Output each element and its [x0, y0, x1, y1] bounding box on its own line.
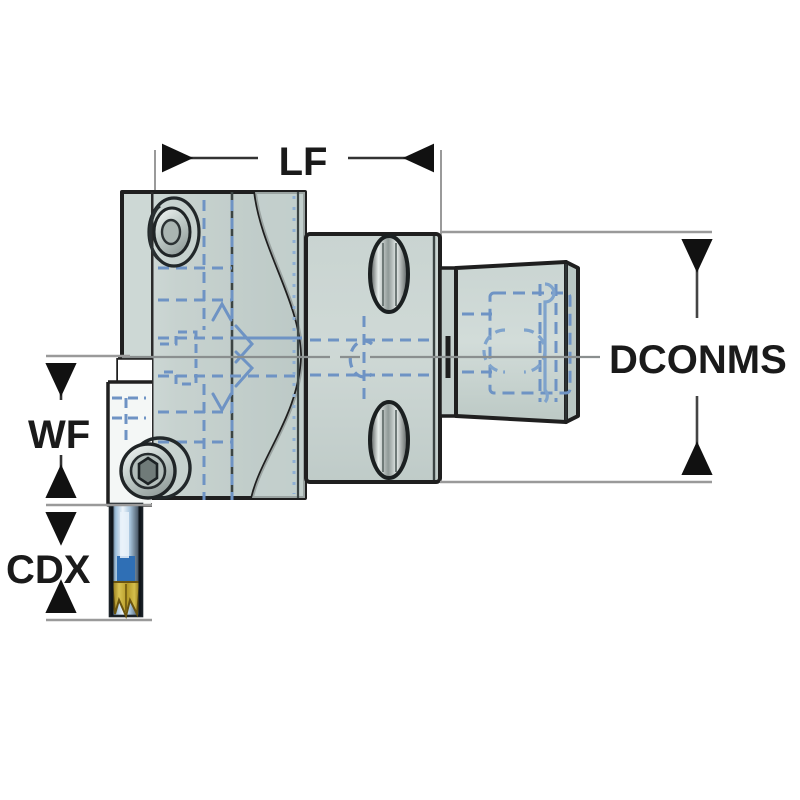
- coolant-channels-blade-pocket: [112, 396, 146, 440]
- blade-highlight: [120, 512, 129, 558]
- tool-holder-body-group: [106, 190, 307, 507]
- upper-screw-thread-arc: [148, 204, 162, 262]
- capto-drive-slot-top: [368, 234, 410, 314]
- coolant-channels-body: [158, 200, 302, 500]
- blade-coolant-band: [117, 556, 135, 582]
- upper-clamp-screw[interactable]: [147, 196, 201, 268]
- lower-clamp-screw[interactable]: [119, 436, 192, 500]
- dimension-dconms: DCONMS: [440, 230, 787, 484]
- boring-blade-group: [108, 502, 144, 620]
- coupling-bore-arc: [348, 339, 374, 379]
- dconms-label: DCONMS: [609, 338, 787, 382]
- lower-screw-hex-socket: [137, 456, 159, 486]
- shank-pull-stud-detail: [482, 282, 556, 404]
- upper-screw-socket: [160, 218, 182, 246]
- cdx-label: CDX: [6, 548, 91, 592]
- shank-hidden-features: [462, 284, 572, 402]
- capto-drive-slot-bottom: [368, 400, 410, 480]
- body-arc-shade: [252, 192, 305, 498]
- drive-slot-top-body: [368, 234, 410, 314]
- shank-end-cap: [564, 260, 580, 424]
- lf-label: LF: [279, 140, 328, 184]
- dimension-wf: WF: [28, 354, 152, 507]
- dimension-cdx: CDX: [6, 511, 152, 622]
- wf-label: WF: [28, 413, 90, 457]
- dimension-lf: LF: [154, 140, 442, 243]
- body-notch-gap: [118, 358, 152, 382]
- drive-slot-bottom-body: [368, 400, 410, 480]
- polygon-taper-shank: [438, 260, 580, 424]
